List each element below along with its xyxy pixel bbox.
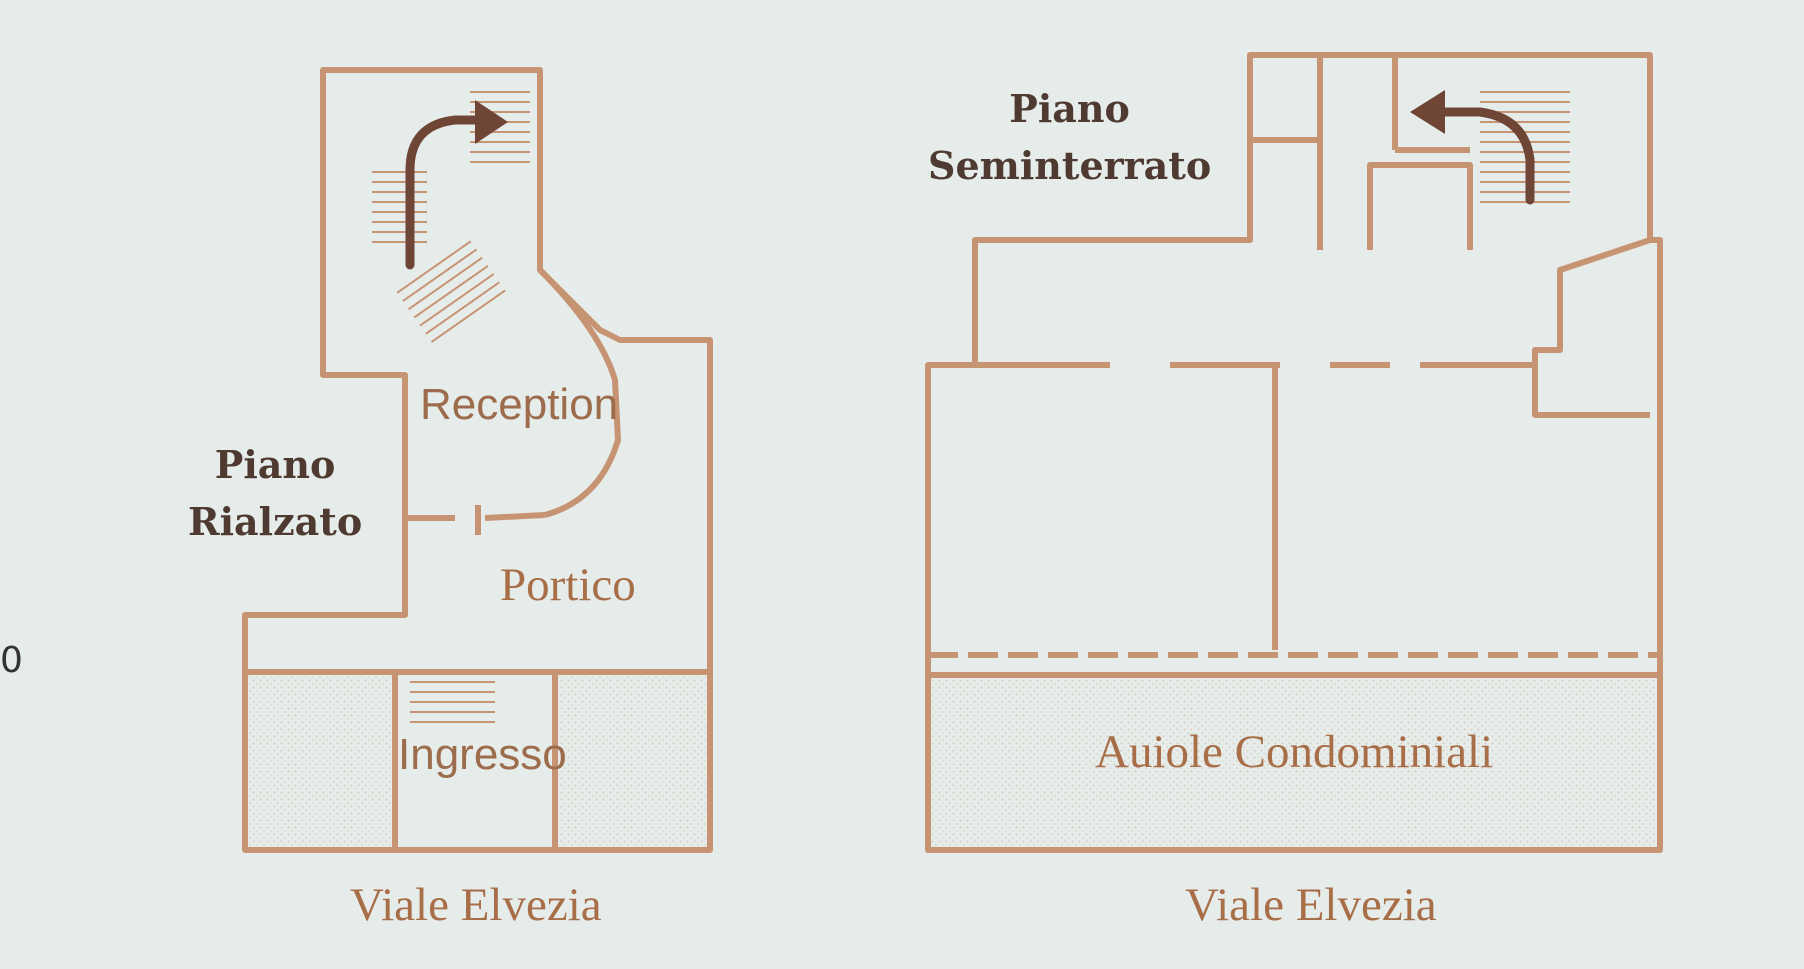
right-plan-outer-walls (925, 52, 1663, 853)
right-street-label: Viale Elvezia (1185, 879, 1437, 931)
left-floor-plan (242, 67, 713, 853)
right-floor-plan (925, 52, 1663, 853)
right-floor-title: Piano Seminterrato (928, 80, 1211, 194)
left-plan-partition (405, 512, 546, 521)
left-plan-entry-steps (410, 680, 495, 730)
right-plan-down-arrow (1435, 107, 1535, 205)
right-floor-title-line2: Seminterrato (928, 143, 1212, 188)
right-plan-down-arrowhead (1410, 90, 1445, 134)
left-plan-up-arrowhead (475, 100, 508, 144)
right-plan-flowerbeds-fill (932, 679, 1656, 846)
left-floor-title-line2: Rialzato (188, 499, 363, 544)
room-label-ingresso: Ingresso (398, 730, 567, 779)
right-floor-title-line1: Piano (1009, 86, 1130, 131)
room-label-portico: Portico (500, 559, 636, 611)
flowerbeds-label: Auiole Condominiali (1095, 726, 1494, 778)
left-floor-title-line1: Piano (214, 442, 336, 487)
left-plan-reception-curve (537, 267, 621, 518)
left-plan-stair-lower (393, 235, 507, 345)
left-floor-title: Piano Rialzato (188, 436, 362, 550)
room-label-reception: Reception (420, 380, 619, 429)
right-plan-right-block (1532, 237, 1651, 418)
left-plan-garden-right (558, 676, 707, 846)
left-plan-up-arrow (405, 115, 485, 270)
left-street-label: Viale Elvezia (350, 879, 602, 931)
right-plan-service-room (1367, 162, 1473, 250)
left-plan-stair-side (372, 165, 427, 245)
right-plan-stair-core (1392, 55, 1470, 153)
left-plan-garden-left (249, 676, 392, 846)
edge-mark-text: 0 (0, 640, 23, 681)
